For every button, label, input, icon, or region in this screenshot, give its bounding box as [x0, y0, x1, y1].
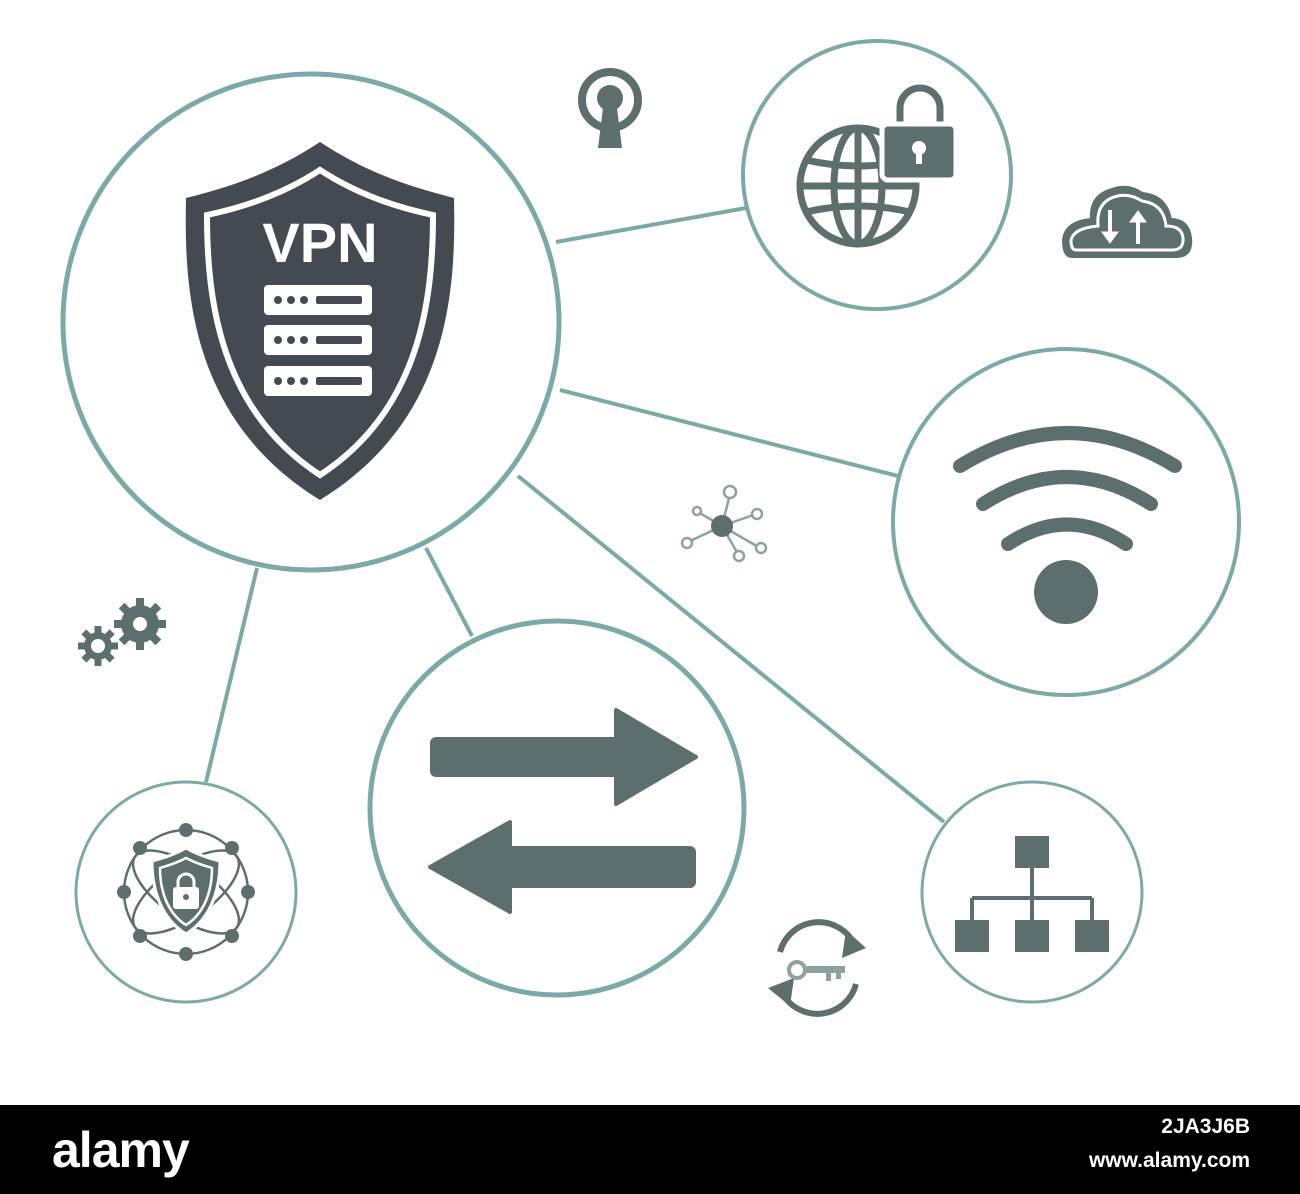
vpn-shield-server-icon: VPN: [185, 142, 455, 500]
connector-shield-globe: [204, 567, 259, 783]
connector-lines: [204, 206, 946, 824]
connector-arrows: [424, 547, 474, 637]
watermark-bar: alamy 2JA3J6B www.alamy.com: [0, 1105, 1300, 1194]
hierarchy-network-icon: [955, 836, 1109, 952]
vpn-network-diagram: VPN: [60, 39, 1241, 1017]
key-rotation-icon: [768, 919, 866, 1017]
connector-wifi: [559, 388, 899, 478]
connector-globe: [555, 206, 747, 244]
watermark-image-id: 2JA3J6B: [1161, 1115, 1250, 1138]
watermark-site: www.alamy.com: [1088, 1149, 1250, 1172]
connector-hierarchy: [516, 474, 946, 824]
globe-padlock-icon: [796, 81, 959, 248]
cloud-sync-icon: [1061, 185, 1193, 258]
exchange-arrows-icon: [428, 708, 698, 914]
wifi-icon: [953, 426, 1182, 624]
shield-globe-network-icon: [117, 823, 255, 961]
watermark-brand: alamy: [52, 1122, 190, 1178]
vpn-label: VPN: [262, 211, 377, 274]
gears-icon: [78, 598, 166, 666]
globe-lock-node-ring: [741, 39, 1013, 311]
arrows-node-ring: [367, 618, 747, 998]
network-hub-icon: [680, 484, 768, 563]
broadcast-tower-icon: [578, 68, 642, 148]
